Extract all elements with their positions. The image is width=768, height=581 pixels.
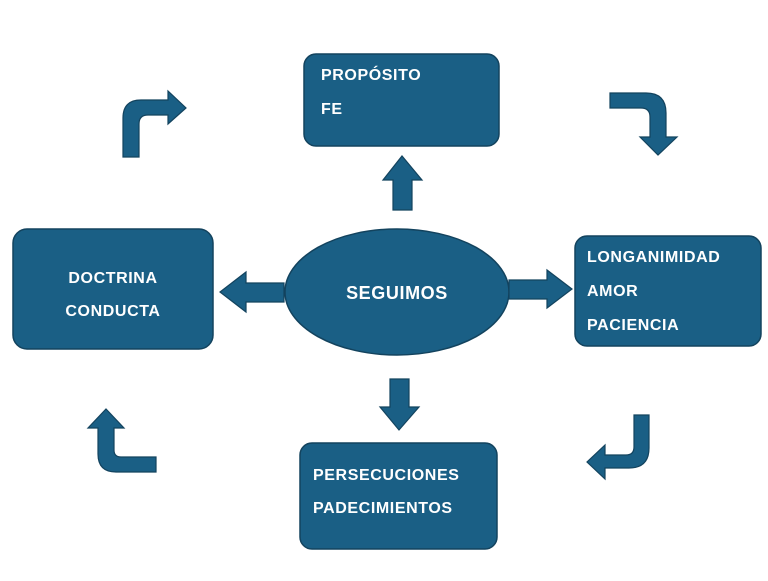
- node-right-line-1: LONGANIMIDAD: [587, 249, 720, 266]
- node-top: PROPÓSITO FE: [303, 53, 500, 147]
- arrow-down: [378, 378, 421, 431]
- node-top-line-2: FE: [321, 101, 343, 118]
- arrow-right: [508, 268, 573, 310]
- center-label: SEGUIMOS: [346, 283, 448, 303]
- node-right-line-2: AMOR: [587, 283, 638, 300]
- arrow-left: [219, 270, 285, 314]
- curved-arrow-bottom-left: [86, 408, 157, 473]
- node-left-box: [12, 228, 214, 350]
- node-bottom-line-1: PERSECUCIONES: [313, 467, 460, 484]
- node-top-line-1: PROPÓSITO: [321, 65, 421, 84]
- node-bottom-box: [299, 442, 498, 550]
- node-right-box: [574, 235, 762, 347]
- node-left: DOCTRINA CONDUCTA: [12, 228, 214, 350]
- node-center: SEGUIMOS: [284, 228, 510, 356]
- node-right-line-3: PACIENCIA: [587, 317, 679, 334]
- node-left-line-2: CONDUCTA: [65, 303, 160, 320]
- curved-arrow-top-right: [609, 92, 679, 156]
- arrow-up: [381, 155, 424, 211]
- curved-arrow-top-left: [122, 89, 187, 158]
- curved-arrow-bottom-right: [586, 414, 650, 481]
- node-top-box: [303, 53, 500, 147]
- node-bottom: PERSECUCIONES PADECIMIENTOS: [299, 442, 498, 550]
- node-right: LONGANIMIDAD AMOR PACIENCIA: [574, 235, 762, 347]
- node-bottom-line-2: PADECIMIENTOS: [313, 500, 453, 517]
- node-left-line-1: DOCTRINA: [68, 270, 157, 287]
